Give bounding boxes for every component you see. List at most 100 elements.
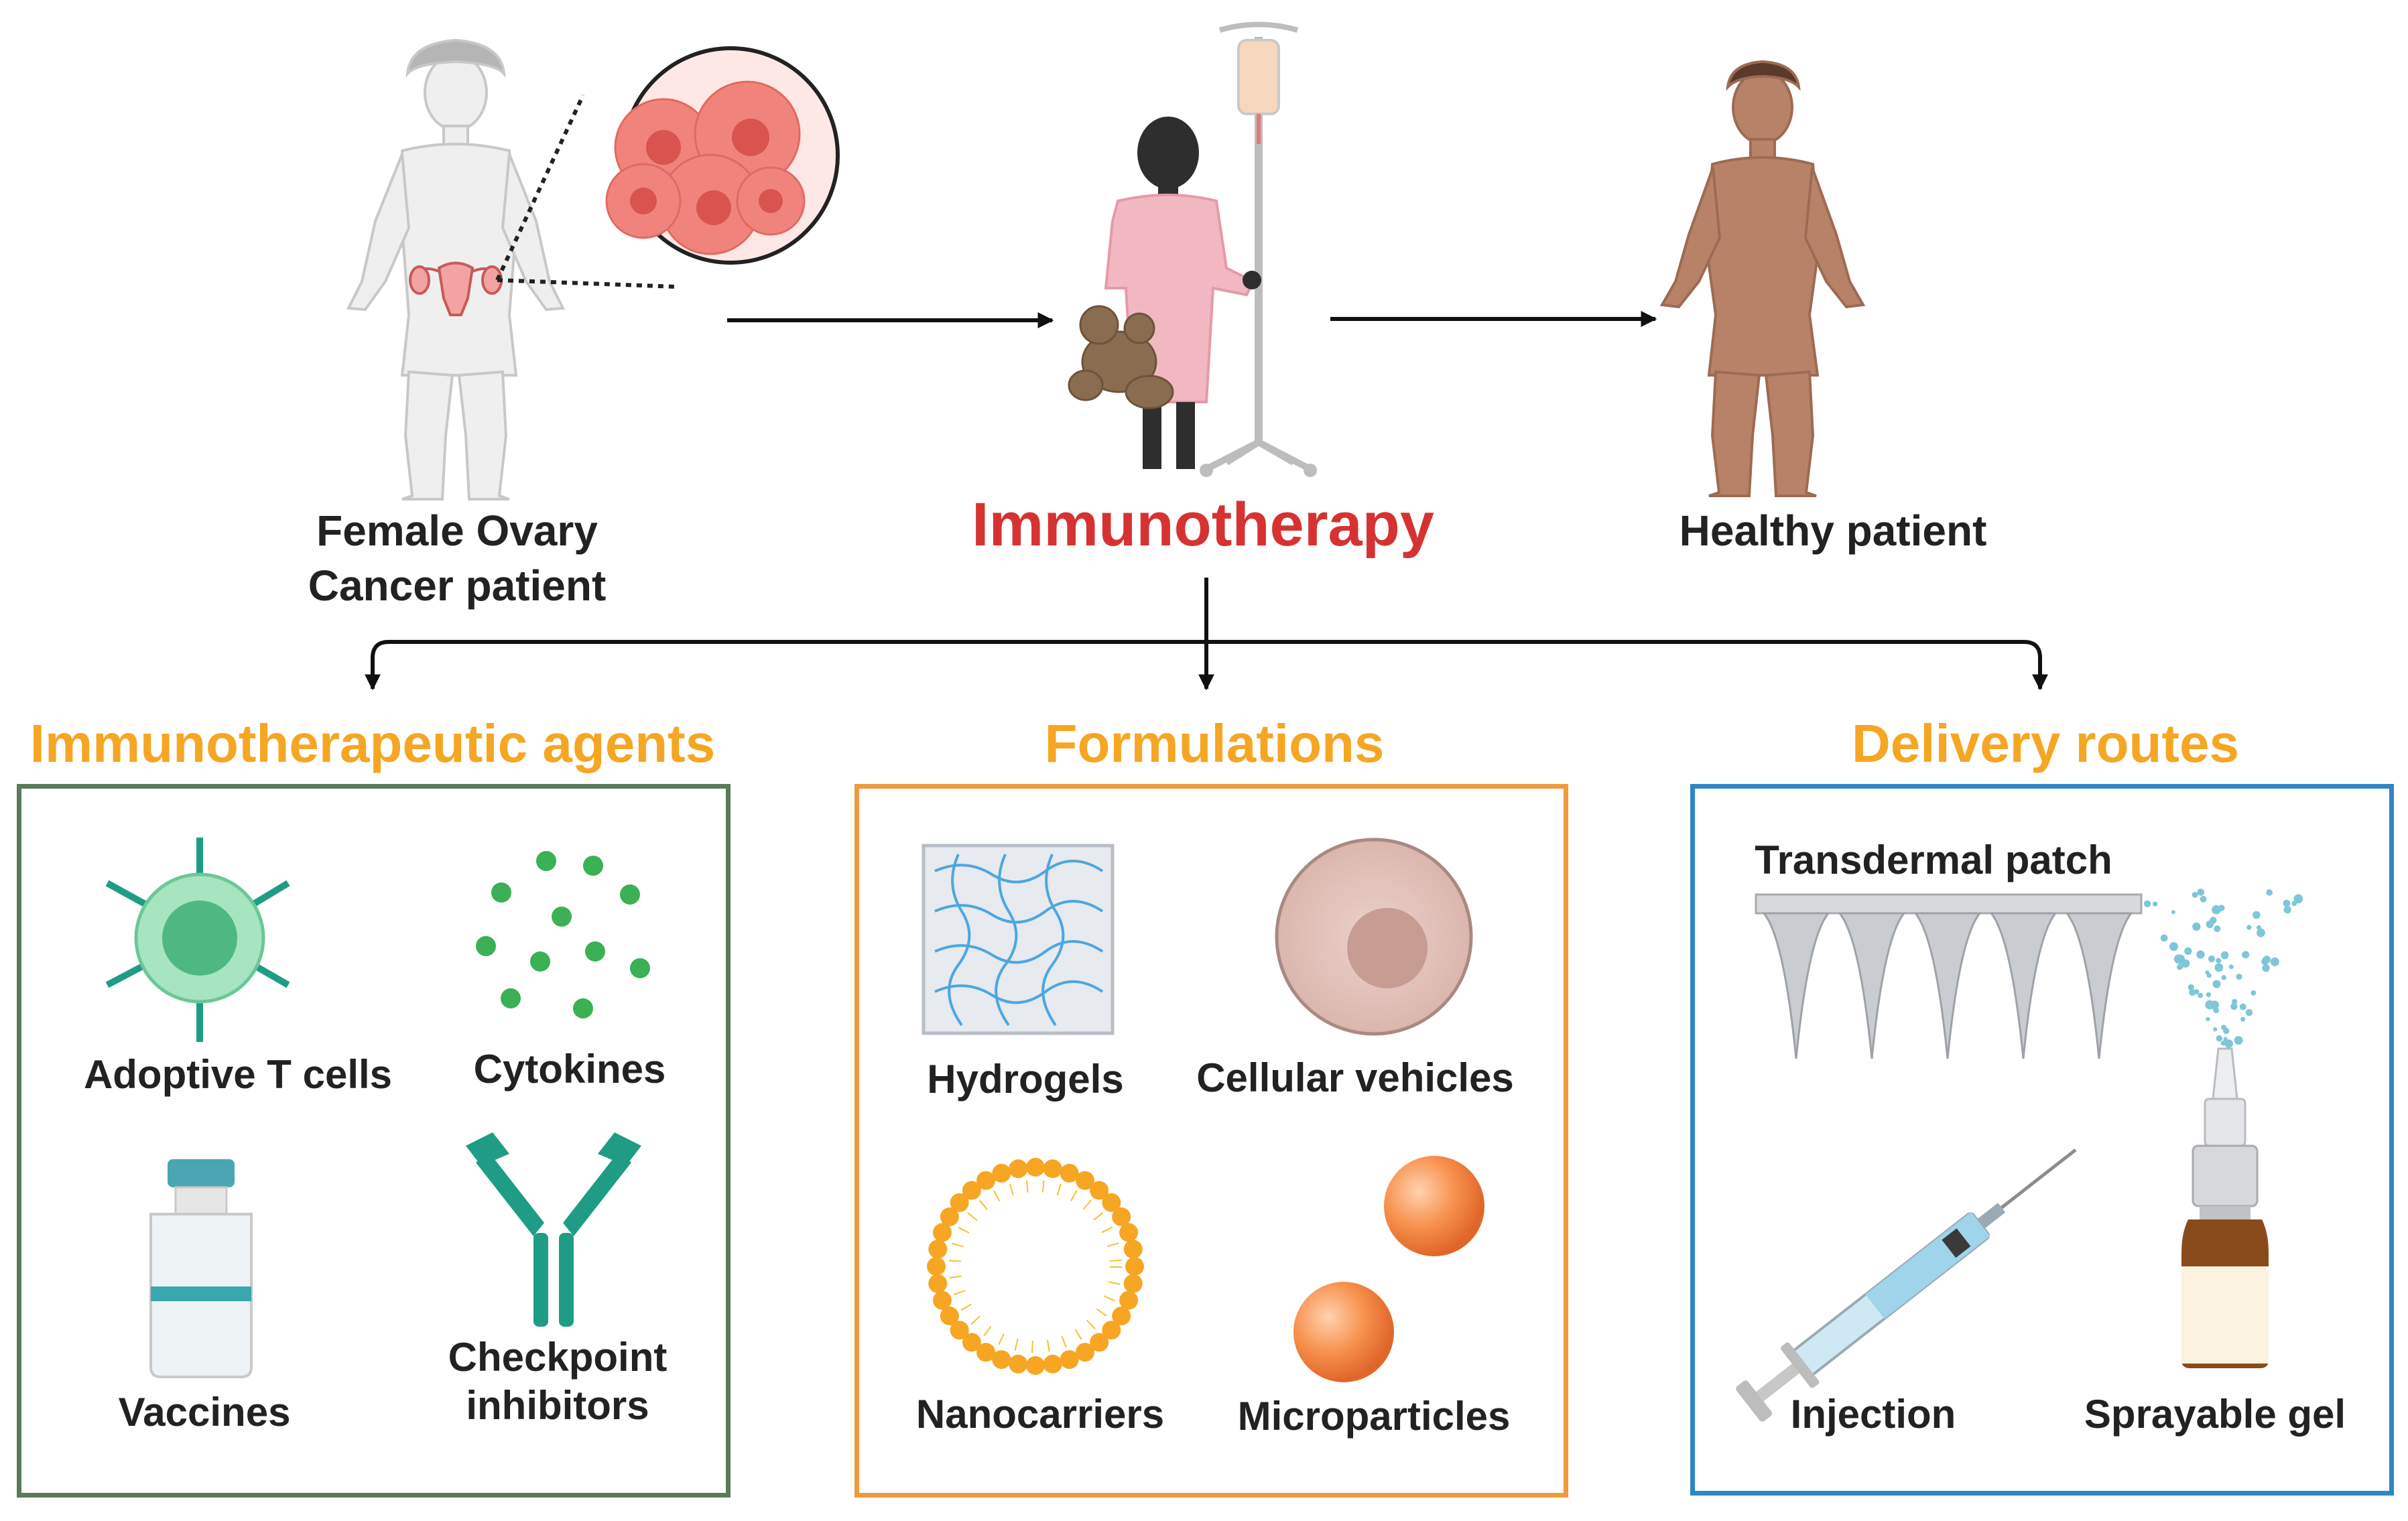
microneedle — [1761, 912, 1831, 1059]
zoom-dotted-lines — [495, 94, 678, 289]
mist-droplet — [2283, 906, 2291, 914]
liposome-head-dot — [927, 1257, 946, 1276]
formulations-box — [854, 784, 1568, 1498]
liposome-head-dot — [1112, 1307, 1131, 1325]
liposome-head-dot — [976, 1343, 995, 1362]
injection-label: Injection — [1790, 1392, 1956, 1437]
cytokines-label: Cytokines — [473, 1047, 666, 1092]
liposome-head-dot — [1043, 1354, 1062, 1374]
liposome-head-dot — [928, 1274, 948, 1293]
mist-droplet — [2266, 889, 2273, 896]
mist-droplet — [2216, 1035, 2223, 1042]
cytokines-icon — [476, 851, 650, 1018]
cellular-vehicle-icon — [1275, 838, 1473, 1036]
mist-droplet — [2200, 896, 2207, 903]
liposome-head-dot — [1060, 1350, 1079, 1370]
mist-droplet — [2251, 990, 2257, 996]
agents-heading: Immunotherapeutic agents — [29, 714, 716, 773]
teddy-bear-icon — [1068, 305, 1174, 409]
hydrogels-label: Hydrogels — [927, 1057, 1124, 1102]
mist-droplet — [2194, 989, 2200, 995]
liposome-head-dot — [1119, 1291, 1139, 1310]
liposome-head-dot — [1043, 1159, 1062, 1179]
mist-droplet — [2152, 901, 2158, 907]
mist-droplet — [2192, 922, 2201, 931]
mist-droplet — [2213, 1027, 2218, 1032]
mist-droplet — [2232, 998, 2238, 1004]
liposome-head-dot — [962, 1181, 981, 1200]
liposome-head-dot — [976, 1171, 995, 1190]
liposome-head-dot — [928, 1240, 948, 1259]
mist-droplet — [2223, 1037, 2228, 1041]
tumor-cells-magnified-icon — [605, 46, 840, 265]
delivery-routes-heading: Delivery routes — [1851, 714, 2240, 773]
syringe-icon — [1736, 1148, 2077, 1422]
mist-droplet — [2189, 989, 2196, 996]
vaccine-vial-icon — [149, 1159, 253, 1378]
liposome-head-dot — [1123, 1274, 1143, 1293]
mist-droplet — [2283, 899, 2291, 907]
liposome-head-dot — [940, 1307, 959, 1325]
cellular-vehicles-label: Cellular vehicles — [1196, 1055, 1514, 1100]
liposome-head-dot — [1076, 1343, 1094, 1362]
branch-connector — [365, 578, 2048, 691]
agents-box — [17, 784, 731, 1498]
liposome-head-dot — [1026, 1356, 1045, 1375]
liposome-head-dot — [1026, 1158, 1045, 1177]
liposome-head-dot — [1119, 1223, 1139, 1242]
microneedle — [2064, 912, 2134, 1059]
liposome-head-dot — [1060, 1163, 1079, 1183]
mist-droplet — [2253, 911, 2261, 919]
mist-droplet — [2218, 905, 2225, 911]
nanocarriers-label: Nanocarriers — [915, 1392, 1165, 1437]
mist-droplet — [2169, 942, 2179, 951]
formulations-heading: Formulations — [1044, 714, 1385, 773]
mist-droplet — [2192, 892, 2198, 898]
mist-droplet — [2214, 925, 2221, 933]
liposome-head-dot — [1125, 1257, 1144, 1276]
t-cell-icon — [105, 838, 290, 1042]
immunotherapy-title: Immunotherapy — [971, 490, 1435, 559]
microparticles-icon — [1293, 1156, 1484, 1382]
hydrogel-icon — [922, 844, 1115, 1035]
liposome-head-dot — [932, 1223, 952, 1242]
liposome-head-dot — [932, 1291, 952, 1310]
mist-droplet — [2208, 955, 2216, 963]
cancer-patient-label-line2: Cancer patient — [308, 561, 607, 610]
mist-droplet — [2206, 1016, 2210, 1022]
mist-droplet — [2236, 974, 2242, 980]
cancer-patient-label-line1: Female Ovary — [316, 507, 598, 555]
liposome-head-dot — [1076, 1171, 1094, 1190]
mist-droplet — [2184, 947, 2192, 955]
transdermal-patch-label: Transdermal patch — [1755, 838, 2112, 882]
cancer-patient-figure — [346, 38, 566, 501]
mist-droplet — [2206, 920, 2214, 929]
mist-droplet — [2143, 900, 2151, 907]
mist-droplet — [2239, 1003, 2246, 1010]
liposome-head-dot — [940, 1207, 959, 1226]
mist-droplet — [2188, 984, 2194, 991]
mist-droplet — [2230, 1002, 2238, 1010]
mist-droplet — [2216, 957, 2222, 964]
mist-droplet — [2198, 992, 2203, 998]
adoptive-t-cells-label: Adoptive T cells — [83, 1052, 393, 1097]
mist-droplet — [2177, 963, 2183, 970]
mist-droplet — [2221, 975, 2226, 980]
delivery-routes-box — [1690, 784, 2394, 1496]
mist-droplet — [2206, 992, 2212, 998]
liposome-head-dot — [1102, 1321, 1121, 1340]
microneedle — [1913, 912, 1982, 1059]
liposome-head-dot — [1090, 1181, 1109, 1200]
liposome-head-dot — [962, 1333, 981, 1352]
vaccines-label: Vaccines — [118, 1390, 291, 1435]
liposome-head-dot — [992, 1350, 1011, 1370]
healthy-patient-label: Healthy patient — [1679, 507, 1987, 555]
liposome-head-dot — [1009, 1159, 1028, 1179]
liposome-head-dot — [950, 1193, 969, 1212]
liposome-head-dot — [1123, 1240, 1143, 1259]
liposome-head-dot — [1009, 1354, 1028, 1374]
liposome-head-dot — [992, 1163, 1011, 1183]
mist-droplet — [2171, 910, 2175, 915]
nanocarrier-liposome-icon — [927, 1158, 1144, 1375]
mist-droplet — [2262, 964, 2270, 972]
